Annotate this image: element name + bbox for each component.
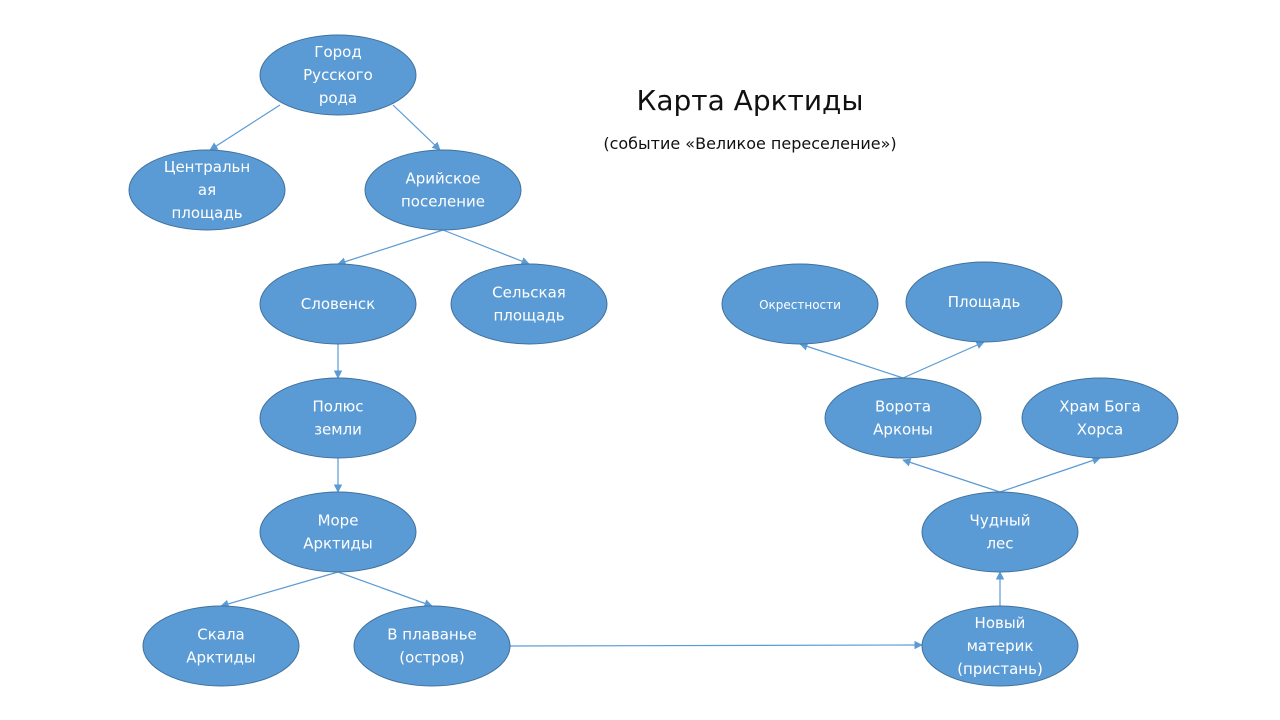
node-label-plavanie: В плаванье bbox=[387, 626, 477, 644]
node-label-ariy: поселение bbox=[401, 193, 485, 211]
node-label-selsk: Сельская bbox=[492, 284, 566, 302]
node-label-gorod: Русского bbox=[303, 66, 373, 84]
node-shape-slovensk bbox=[259, 263, 417, 345]
node-label-ariy: Арийское bbox=[406, 170, 481, 188]
node-shape-centr bbox=[128, 149, 286, 231]
node-label-polus: Полюс bbox=[313, 398, 364, 416]
node-chudny: Чудный лес bbox=[921, 491, 1079, 573]
edge-vorota-okrest bbox=[799, 342, 904, 379]
node-label-noviy: материк bbox=[967, 637, 1034, 655]
node-selsk: Сельская площадь bbox=[450, 263, 608, 345]
edge-vorota-ploshad bbox=[902, 341, 985, 379]
node-shape-selsk bbox=[450, 263, 608, 345]
node-okrest: Окрестности bbox=[721, 263, 879, 345]
edge-ariy-selsk bbox=[442, 229, 530, 266]
node-label-vorota: Ворота bbox=[875, 398, 931, 416]
edge-chudny-vorota bbox=[902, 458, 1001, 493]
node-label-slovensk: Словенск bbox=[301, 295, 375, 313]
node-label-centr: ая bbox=[198, 181, 216, 199]
node-shape-skala bbox=[142, 605, 300, 687]
node-plavanie: В плаванье (остров) bbox=[353, 605, 511, 687]
edge-more-skala bbox=[220, 571, 339, 608]
node-noviy: Новый материк (пристань) bbox=[921, 605, 1079, 687]
edge-more-plavanie bbox=[337, 571, 433, 608]
node-label-skala: Скала bbox=[197, 626, 245, 644]
node-shape-ploshad bbox=[905, 261, 1063, 343]
node-label-more: Арктиды bbox=[303, 535, 373, 553]
node-ariy: Арийское поселение bbox=[364, 149, 522, 231]
edge-ariy-slovensk bbox=[337, 229, 444, 266]
node-label-chudny: лес bbox=[986, 535, 1013, 553]
node-shape-vorota bbox=[824, 377, 982, 459]
node-label-centr: Центральн bbox=[164, 158, 250, 176]
edge-gorod-centr bbox=[209, 104, 281, 151]
edge-gorod-ariy bbox=[392, 104, 441, 151]
node-polus: Полюс земли bbox=[259, 377, 417, 459]
node-shape-chudny bbox=[921, 491, 1079, 573]
node-label-gorod: Город bbox=[314, 43, 361, 61]
node-label-polus: земли bbox=[314, 421, 362, 439]
node-shape-polus bbox=[259, 377, 417, 459]
node-shape-hram bbox=[1021, 377, 1179, 459]
node-shape-ariy bbox=[364, 149, 522, 231]
node-label-selsk: площадь bbox=[493, 307, 564, 325]
node-shape-gorod bbox=[259, 34, 417, 116]
node-shape-plavanie bbox=[353, 605, 511, 687]
node-shape-noviy bbox=[921, 605, 1079, 687]
node-label-vorota: Арконы bbox=[873, 421, 933, 439]
diagram-subtitle: (событие «Великое переселение») bbox=[603, 134, 897, 153]
node-label-centr: площадь bbox=[171, 204, 242, 222]
edge-plavanie-noviy bbox=[509, 640, 923, 650]
node-label-hram: Храм Бога bbox=[1059, 398, 1141, 416]
node-label-noviy: Новый bbox=[975, 614, 1026, 632]
node-label-plavanie: (остров) bbox=[399, 649, 464, 667]
node-shape-more bbox=[259, 491, 417, 573]
edge-chudny-hram bbox=[999, 456, 1101, 493]
node-ploshad: Площадь bbox=[905, 261, 1063, 343]
node-label-ploshad: Площадь bbox=[948, 293, 1021, 311]
node-label-okrest: Окрестности bbox=[759, 298, 841, 312]
node-label-gorod: рода bbox=[319, 89, 357, 107]
node-label-hram: Хорса bbox=[1077, 421, 1123, 439]
diagram-title: Карта Арктиды bbox=[636, 84, 864, 117]
node-slovensk: Словенск bbox=[259, 263, 417, 345]
node-shape-okrest bbox=[721, 263, 879, 345]
node-label-noviy: (пристань) bbox=[957, 660, 1043, 678]
node-label-chudny: Чудный bbox=[970, 512, 1031, 530]
node-label-more: Море bbox=[318, 512, 359, 530]
edges-layer bbox=[209, 104, 1101, 650]
node-label-skala: Арктиды bbox=[186, 649, 256, 667]
node-centr: Центральн ая площадь bbox=[128, 149, 286, 231]
